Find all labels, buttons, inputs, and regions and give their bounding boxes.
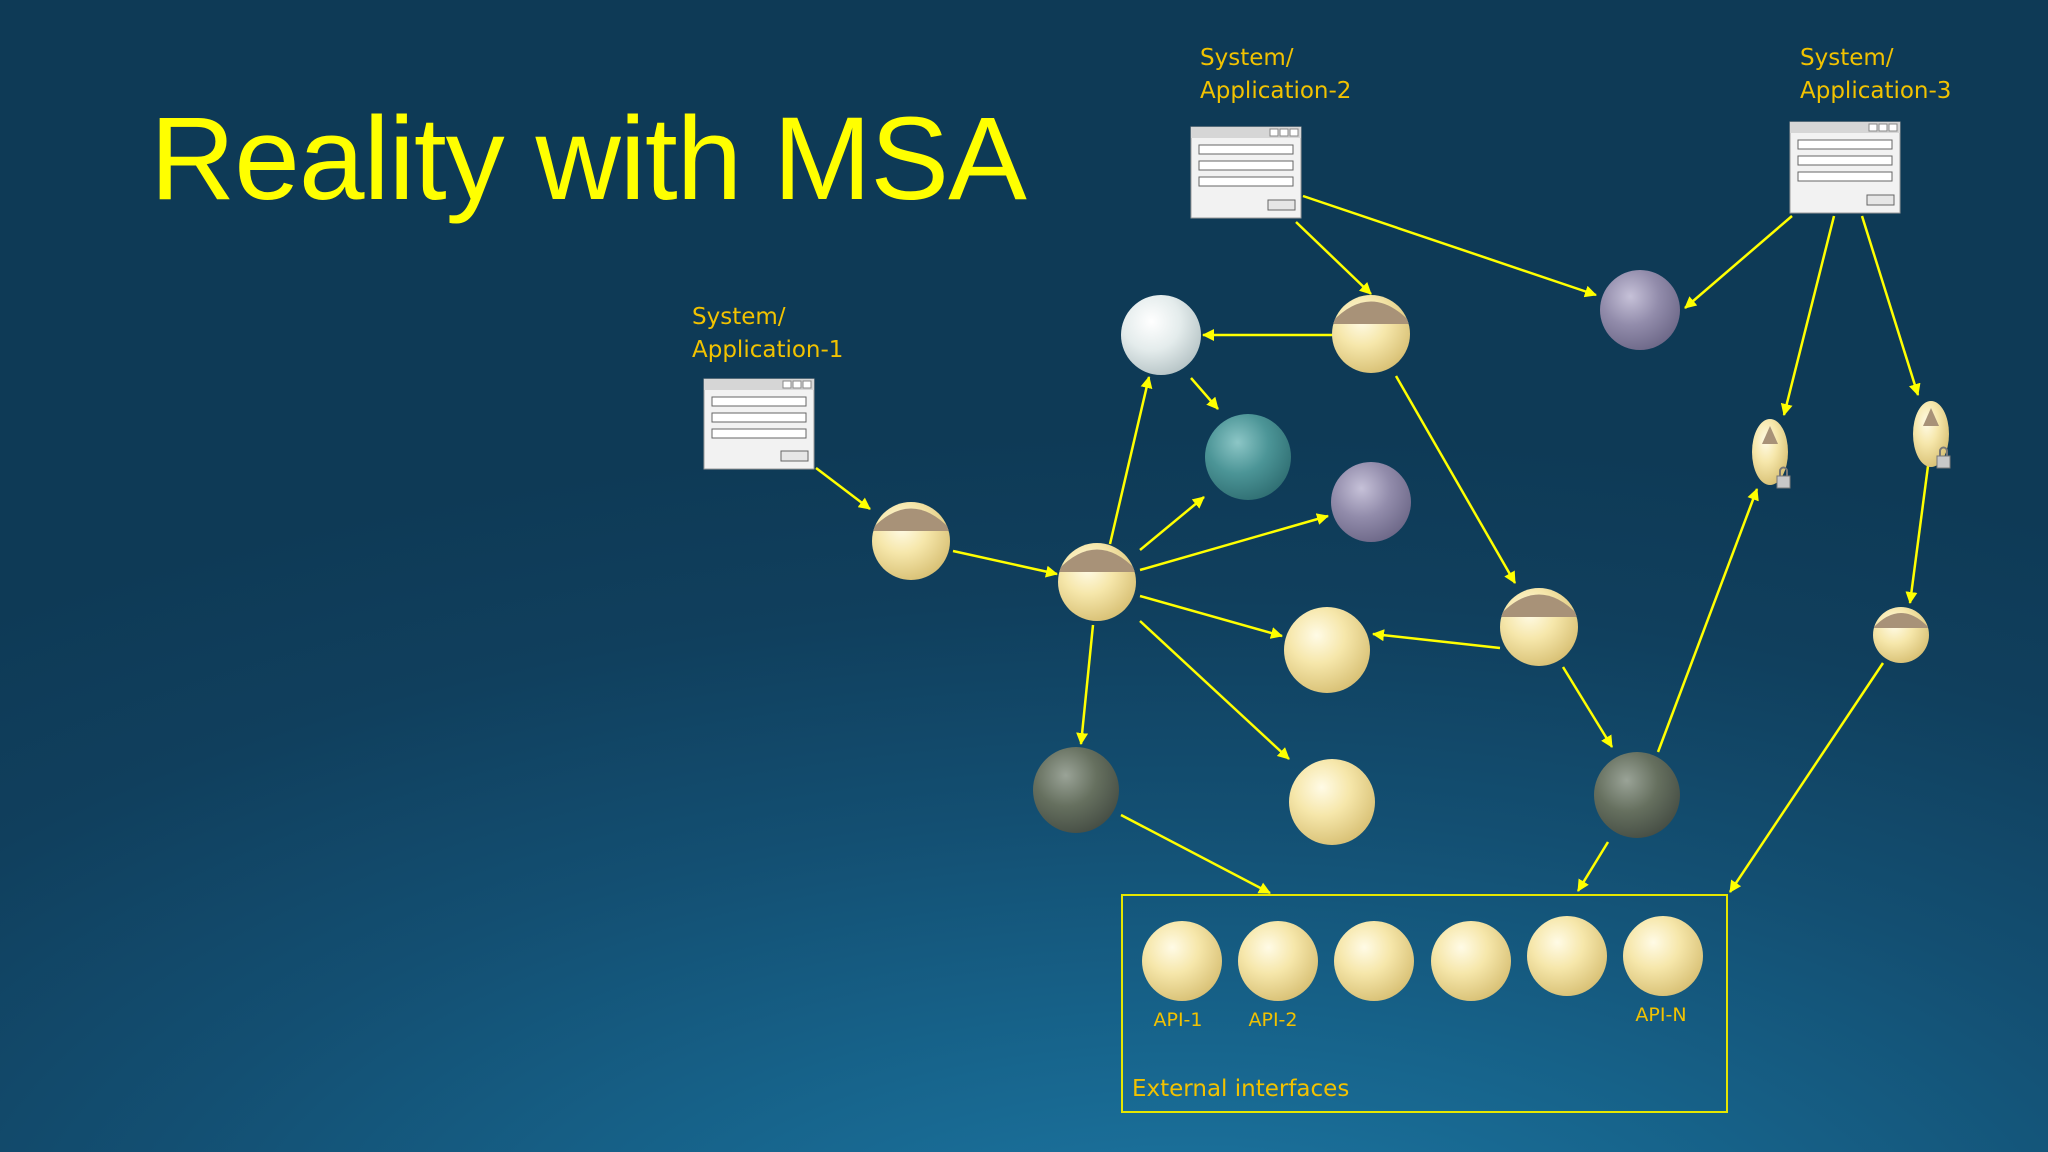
locked-service bbox=[1913, 401, 1951, 469]
arrow bbox=[952, 549, 1058, 578]
service-sphere bbox=[1121, 295, 1201, 375]
locked-service bbox=[1752, 419, 1791, 489]
external-interfaces: API-1 API-2 API-N External interfaces bbox=[1121, 894, 1728, 1113]
api-sphere bbox=[1527, 916, 1607, 996]
app-window-2 bbox=[1190, 126, 1302, 219]
microservices bbox=[872, 270, 1951, 845]
app-window-1 bbox=[703, 378, 815, 470]
app-label-1: System/ Application-1 bbox=[692, 304, 844, 363]
api-label: API-N bbox=[1635, 1004, 1686, 1026]
arrow bbox=[1656, 488, 1759, 753]
arrow bbox=[1860, 215, 1921, 396]
arrow bbox=[1139, 594, 1283, 639]
app-window-3 bbox=[1789, 121, 1901, 214]
connections bbox=[815, 194, 1930, 895]
arrow bbox=[1139, 513, 1329, 572]
arrow bbox=[1684, 215, 1793, 309]
service-sphere bbox=[1058, 543, 1136, 621]
api-sphere bbox=[1431, 921, 1511, 1001]
arrow bbox=[1905, 465, 1930, 604]
service-sphere bbox=[872, 502, 950, 580]
service-sphere bbox=[1600, 270, 1680, 350]
api-sphere bbox=[1238, 921, 1318, 1001]
service-sphere bbox=[1284, 607, 1370, 693]
service-sphere bbox=[1033, 747, 1119, 833]
external-interfaces-label: External interfaces bbox=[1132, 1076, 1349, 1102]
api-sphere bbox=[1142, 921, 1222, 1001]
api-label: API-2 bbox=[1248, 1009, 1297, 1031]
arrow bbox=[1302, 194, 1597, 298]
service-sphere bbox=[1331, 462, 1411, 542]
arrow bbox=[815, 467, 871, 510]
arrow bbox=[1394, 375, 1517, 584]
service-sphere bbox=[1594, 752, 1680, 838]
service-sphere bbox=[1500, 588, 1578, 666]
app-label-3: System/ Application-3 bbox=[1800, 45, 1952, 104]
arrow bbox=[1139, 496, 1205, 551]
api-label: API-1 bbox=[1153, 1009, 1202, 1031]
arrow bbox=[1295, 221, 1372, 295]
arrow bbox=[1190, 377, 1219, 410]
arrow bbox=[1576, 841, 1610, 892]
arrow bbox=[1076, 624, 1095, 745]
arrow bbox=[1561, 666, 1614, 748]
app-label-2: System/ Application-2 bbox=[1200, 45, 1352, 104]
service-sphere bbox=[1332, 295, 1410, 373]
api-sphere bbox=[1623, 916, 1703, 996]
arrow bbox=[1139, 620, 1290, 760]
page-title: Reality with MSA bbox=[150, 93, 1027, 225]
service-sphere bbox=[1289, 759, 1375, 845]
external-interfaces-box bbox=[1121, 894, 1728, 1113]
arrow bbox=[1780, 215, 1836, 416]
service-sphere bbox=[1205, 414, 1291, 500]
service-sphere bbox=[1873, 607, 1929, 663]
arrow bbox=[1108, 376, 1153, 545]
arrow bbox=[1120, 813, 1271, 895]
arrow bbox=[1372, 629, 1501, 650]
arrow bbox=[1728, 662, 1885, 893]
api-sphere bbox=[1334, 921, 1414, 1001]
